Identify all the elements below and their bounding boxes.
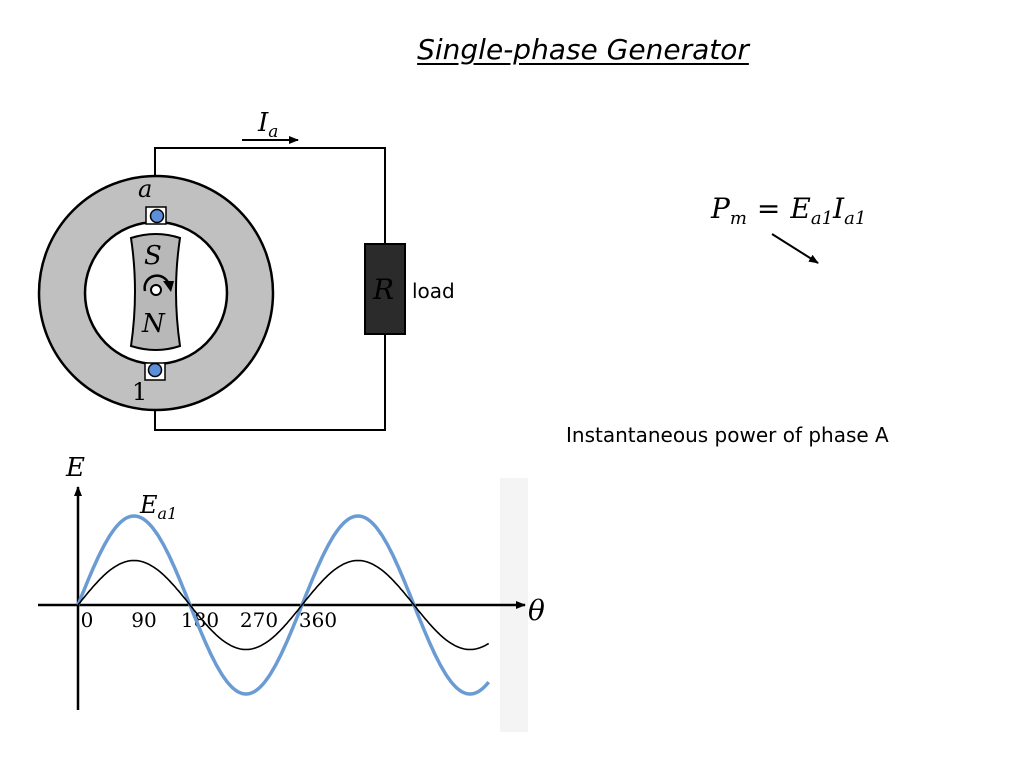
x-axis-label: θ [528, 594, 545, 627]
terminal-top-label: a [138, 175, 152, 203]
pole-south-label: S [144, 241, 162, 271]
equation-pointer-arrow [771, 233, 819, 264]
emf-curve-line [76, 514, 491, 696]
power-equation: Pm=Ea1Ia1 [710, 192, 866, 264]
terminal-bottom-label: 1 [132, 378, 147, 406]
terminal-top-dot [149, 208, 165, 224]
slide-title: Single-phase Generator [417, 33, 749, 66]
current-label: Ia [257, 108, 278, 142]
current-curve-line [77, 559, 490, 651]
resistor-label: load [412, 279, 455, 303]
circuit: Ia a 1 S N R load [37, 108, 455, 431]
equation-text: Pm=Ea1Ia1 [710, 192, 866, 229]
y-axis-label: E [65, 453, 85, 483]
resistor-symbol: R [372, 273, 394, 306]
tick-label: 0 [81, 608, 94, 632]
series-label: Ea1 [139, 491, 177, 523]
caption-text: Instantaneous power of phase A [566, 423, 889, 447]
tick-label: 90 [131, 608, 156, 632]
stator-ring [37, 174, 275, 412]
rotation-arrowhead [163, 281, 174, 292]
tick-labels: 0 90 180 270 360 [81, 608, 337, 632]
pole-north-label: N [141, 309, 166, 339]
terminal-bottom-dot [147, 362, 163, 378]
tick-label: 360 [299, 608, 337, 632]
load-resistor [364, 243, 406, 335]
rotation-arrow-icon [143, 274, 171, 292]
rotor-axle [150, 284, 162, 296]
tick-label: 270 [240, 608, 278, 632]
waveform-graph: E θ Ea1 0 90 180 270 360 [38, 453, 545, 732]
